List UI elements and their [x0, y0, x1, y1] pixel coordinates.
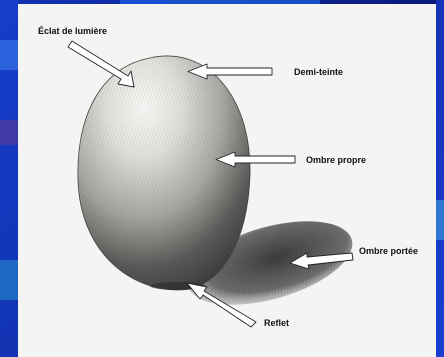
label-reflected-light: Reflet — [264, 318, 289, 328]
label-cast-shadow: Ombre portée — [359, 246, 418, 256]
arrow-halftone — [188, 64, 272, 79]
label-halftone: Demi-teinte — [294, 67, 343, 77]
arrow-highlight — [68, 41, 134, 87]
label-highlight: Éclat de lumière — [38, 26, 107, 36]
label-core-shadow: Ombre propre — [306, 155, 366, 165]
egg — [78, 56, 250, 290]
